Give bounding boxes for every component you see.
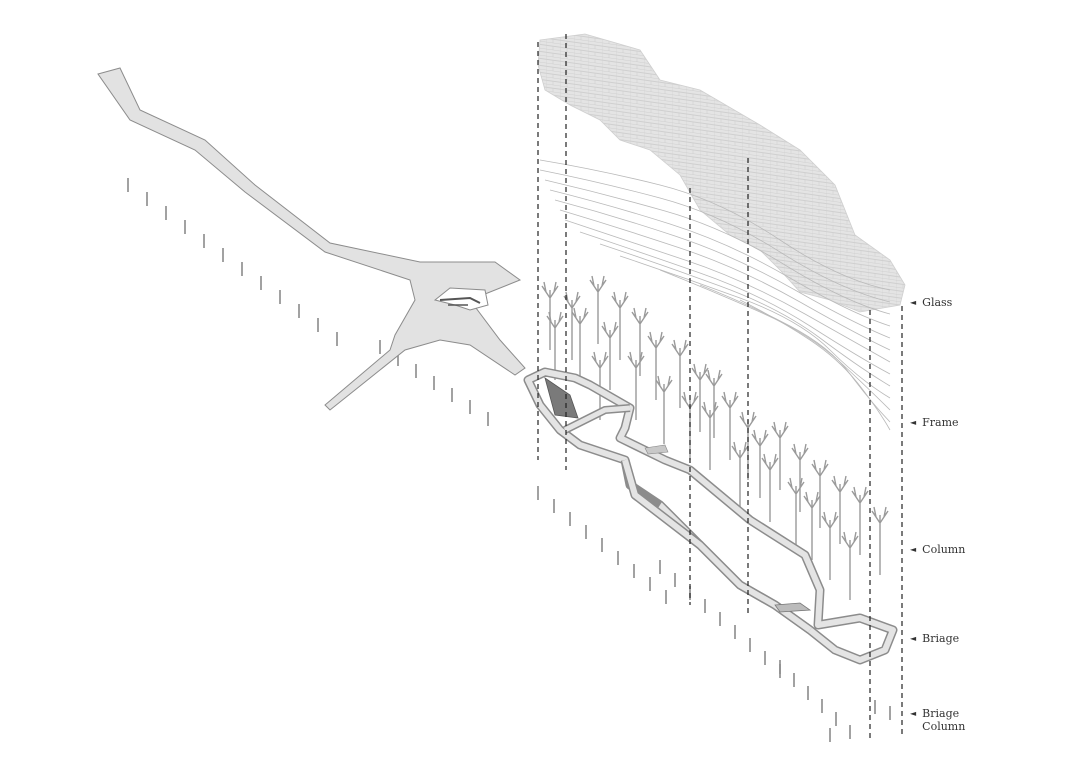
tree-column — [871, 506, 889, 575]
glass-layer — [537, 33, 906, 313]
tree-column — [791, 443, 809, 512]
tree-column — [589, 275, 607, 344]
arrow-left-icon: ◄ — [910, 298, 917, 307]
tree-column — [655, 375, 673, 444]
arrow-left-icon: ◄ — [910, 545, 917, 554]
tree-column — [821, 511, 839, 580]
label-column: ◄Column — [910, 543, 966, 556]
tree-column — [771, 421, 789, 490]
tree-column — [841, 531, 859, 600]
label-bridge-column-line1: Briage — [922, 707, 960, 720]
bridge-west-arm — [97, 67, 526, 411]
tree-column — [691, 363, 709, 432]
tree-column — [681, 391, 699, 460]
tree-column — [601, 321, 619, 390]
tree-column — [631, 307, 649, 376]
tree-column — [611, 291, 629, 360]
projection-lines — [537, 34, 903, 738]
arrow-left-icon: ◄ — [910, 709, 917, 718]
tree-column — [803, 491, 821, 560]
label-glass: ◄Glass — [910, 296, 953, 309]
tree-column — [563, 291, 581, 360]
tree-column — [751, 429, 769, 498]
tree-column — [787, 477, 805, 546]
tree-column — [761, 453, 779, 522]
column-layer — [541, 275, 889, 600]
arrow-left-icon: ◄ — [910, 418, 917, 427]
tree-column — [731, 441, 749, 510]
bridge-layer — [97, 67, 898, 665]
tree-column — [671, 339, 689, 408]
tree-column — [546, 311, 564, 380]
tree-column — [647, 331, 665, 400]
tree-column — [571, 307, 589, 376]
frame-layer — [539, 159, 891, 431]
tree-column — [811, 459, 829, 528]
label-frame: ◄Frame — [910, 416, 959, 429]
tree-column — [701, 401, 719, 470]
tree-column — [705, 369, 723, 438]
bridge-column-layer — [127, 178, 891, 742]
label-bridge-column-line2: Column — [922, 720, 966, 733]
glass-canopy — [537, 33, 906, 313]
tree-column — [721, 391, 739, 460]
label-bridge: ◄Briage — [910, 632, 960, 645]
tree-column — [627, 351, 645, 420]
tree-column — [851, 486, 869, 555]
arrow-left-icon: ◄ — [910, 634, 917, 643]
tree-column — [831, 475, 849, 544]
